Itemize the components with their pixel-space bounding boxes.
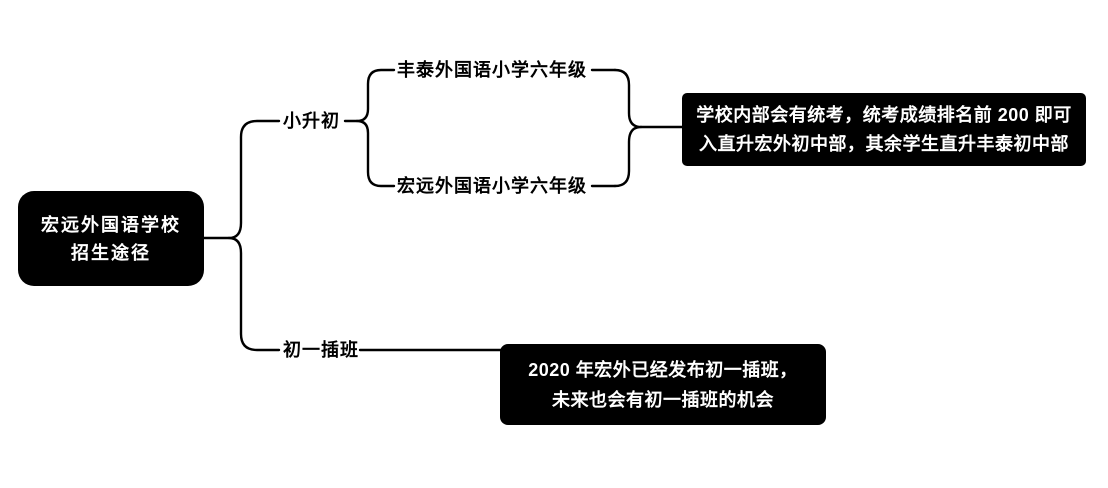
root-title-line2: 招生途径 xyxy=(71,242,151,263)
branch-label-grade7-transfer: 初一插班 xyxy=(283,340,359,360)
school-label-hongyuan-grade6: 宏远外国语小学六年级 xyxy=(397,176,587,196)
exam-note-box: 学校内部会有统考，统考成绩排名前 200 即可 入直升宏外初中部，其余学生直升丰… xyxy=(682,93,1086,166)
transfer-note-box: 2020 年宏外已经发布初一插班， 未来也会有初一插班的机会 xyxy=(500,344,826,425)
school-label-fengtai-grade6: 丰泰外国语小学六年级 xyxy=(397,60,587,80)
children-open-brace xyxy=(355,68,396,188)
exam-note-line2: 入直升宏外初中部，其余学生直升丰泰初中部 xyxy=(699,133,1069,154)
transfer-note-line1: 2020 年宏外已经发布初一插班， xyxy=(528,359,798,380)
transfer-note-line2: 未来也会有初一插班的机会 xyxy=(552,389,774,410)
exam-note-line1: 学校内部会有统考，统考成绩排名前 200 即可 xyxy=(696,104,1072,125)
children-close-brace xyxy=(613,68,643,188)
branch-label-elementary-to-junior: 小升初 xyxy=(283,111,340,131)
root-node: 宏远外国语学校 招生途径 xyxy=(18,191,204,286)
root-title-line1: 宏远外国语学校 xyxy=(41,214,181,235)
root-brace xyxy=(227,119,281,352)
